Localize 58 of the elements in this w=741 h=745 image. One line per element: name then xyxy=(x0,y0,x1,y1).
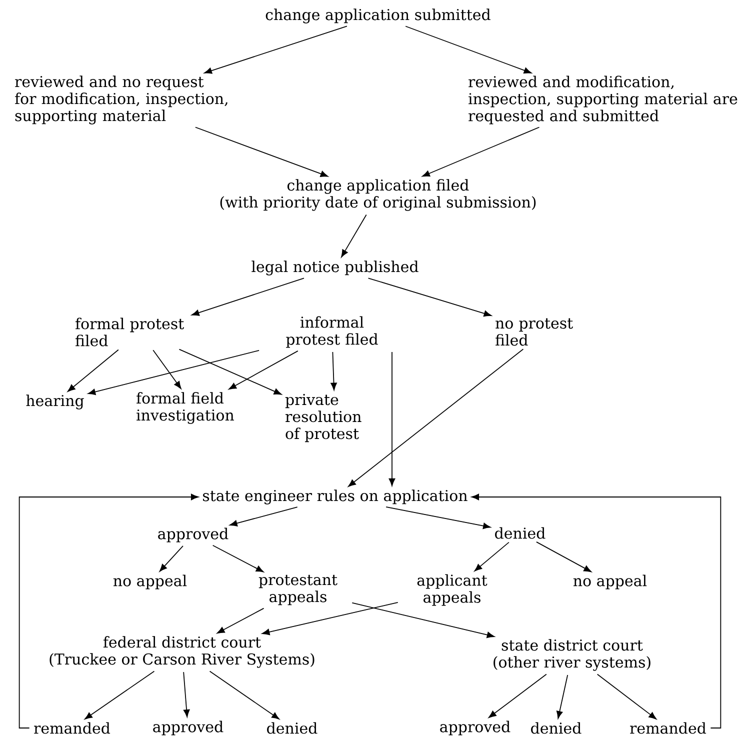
arrow xyxy=(488,674,547,718)
arrow xyxy=(422,126,540,177)
step-text: no appeal xyxy=(113,574,187,590)
arrow xyxy=(192,278,304,316)
arrow xyxy=(152,350,182,389)
arrow xyxy=(178,348,282,395)
step-text: informal protest filed xyxy=(286,316,378,348)
step-text: approved xyxy=(158,528,228,542)
arrow xyxy=(212,544,264,572)
arrow xyxy=(194,126,328,177)
arrow xyxy=(471,494,722,728)
arrow xyxy=(216,608,264,634)
arrow xyxy=(341,214,367,258)
step-text: reviewed and no request for modification, inspection, supporting material xyxy=(15,76,228,124)
arrow xyxy=(18,494,199,728)
step-text: legal notice published xyxy=(252,260,418,276)
step-text: approved xyxy=(153,720,224,736)
step-text: denied xyxy=(531,722,582,734)
step-text: no protest filed xyxy=(496,318,573,346)
arrow xyxy=(405,26,532,74)
step-text: federal district court (Truckee or Carson River Systems) xyxy=(50,636,314,668)
arrow xyxy=(204,26,348,74)
arrow xyxy=(84,670,155,720)
step-text: state engineer rules on application xyxy=(203,490,468,504)
arrow xyxy=(228,350,298,390)
arrow xyxy=(183,672,190,718)
step-text: applicant appeals xyxy=(417,574,488,606)
arrow xyxy=(348,348,524,487)
arrow xyxy=(352,602,495,638)
step-text: remanded xyxy=(630,722,706,734)
step-text: formal field investigation xyxy=(136,392,234,424)
arrow xyxy=(330,352,337,390)
step-text: denied xyxy=(495,527,546,539)
step-text: approved xyxy=(440,720,510,736)
arrow xyxy=(230,506,298,526)
step-text: protestant appeals xyxy=(258,574,338,606)
arrow xyxy=(474,542,510,572)
arrow xyxy=(88,350,260,396)
step-text: state district court (other river systems) xyxy=(494,639,650,671)
step-text: reviewed and modification, inspection, supporting material are requested and submitted xyxy=(468,76,738,124)
step-text: change application filed (with priority date of original submission) xyxy=(220,179,536,211)
step-text: change application submitted xyxy=(266,8,490,24)
step-text: remanded xyxy=(34,722,110,734)
arrow xyxy=(209,670,280,720)
step-text: no appeal xyxy=(573,574,647,590)
step-text: private resolution of protest xyxy=(285,394,362,442)
arrow xyxy=(386,506,491,530)
step-text: formal protest filed xyxy=(76,318,184,346)
step-text: denied xyxy=(267,722,318,734)
arrow xyxy=(68,349,119,392)
arrow xyxy=(388,352,396,486)
arrow xyxy=(596,674,656,720)
arrow xyxy=(536,542,592,572)
step-text: hearing xyxy=(26,394,84,410)
arrow xyxy=(368,278,492,317)
arrow xyxy=(556,674,568,719)
arrow xyxy=(262,602,398,636)
arrow xyxy=(159,545,184,572)
